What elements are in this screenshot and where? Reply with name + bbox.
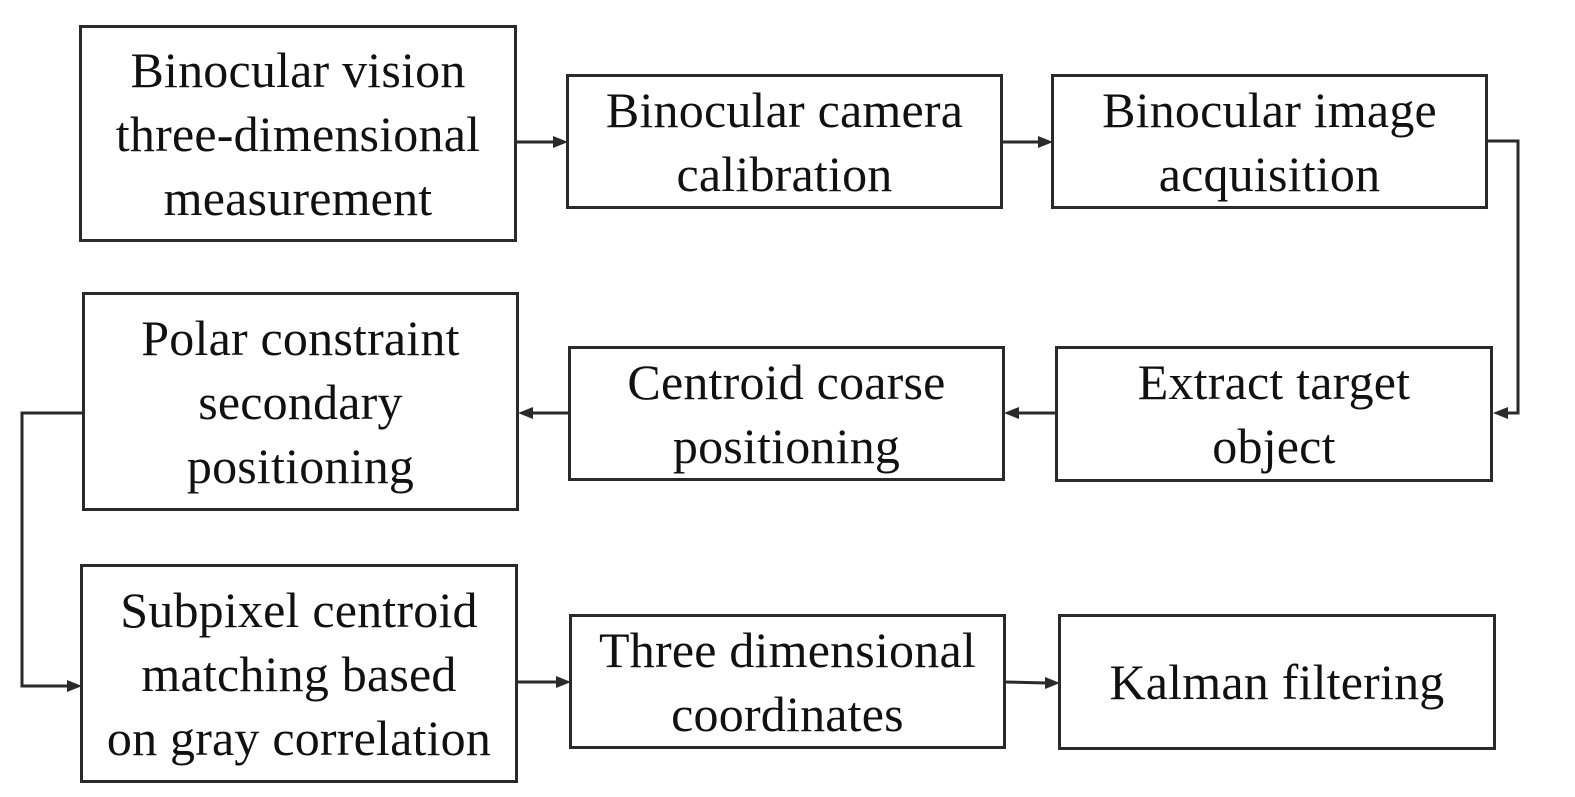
edge-n2-n3 — [1003, 136, 1053, 148]
edge-n6-n7 — [20, 411, 82, 692]
node-label: Binocular vision three-dimensional measu… — [115, 41, 481, 226]
edge-n8-n9 — [1004, 677, 1060, 689]
node-polar-constraint-positioning: Polar constraint secondary positioning — [82, 292, 519, 511]
edge-n7-n8 — [517, 676, 571, 688]
node-label: Binocular image acquisition — [1102, 81, 1437, 202]
node-centroid-coarse-positioning: Centroid coarse positioning — [568, 346, 1005, 481]
node-label: Centroid coarse positioning — [627, 353, 946, 474]
node-three-dimensional-coordinates: Three dimensional coordinates — [569, 614, 1006, 749]
edge-n1-n2 — [517, 136, 568, 148]
node-subpixel-centroid-matching: Subpixel centroid matching based on gray… — [80, 564, 518, 783]
node-binocular-image-acquisition: Binocular image acquisition — [1051, 74, 1488, 209]
node-label: Subpixel centroid matching based on gray… — [106, 581, 492, 766]
node-label: Binocular camera calibration — [605, 81, 964, 202]
node-binocular-vision-measurement: Binocular vision three-dimensional measu… — [79, 25, 517, 242]
node-extract-target-object: Extract target object — [1055, 346, 1493, 482]
edge-n4-n5 — [1004, 407, 1057, 419]
node-label: Three dimensional coordinates — [599, 621, 976, 742]
edge-n5-n6 — [518, 407, 570, 419]
node-binocular-camera-calibration: Binocular camera calibration — [566, 74, 1003, 209]
node-label: Kalman filtering — [1109, 654, 1445, 710]
node-label: Polar constraint secondary positioning — [141, 309, 460, 494]
node-kalman-filtering: Kalman filtering — [1058, 614, 1496, 750]
node-label: Extract target object — [1137, 354, 1411, 474]
